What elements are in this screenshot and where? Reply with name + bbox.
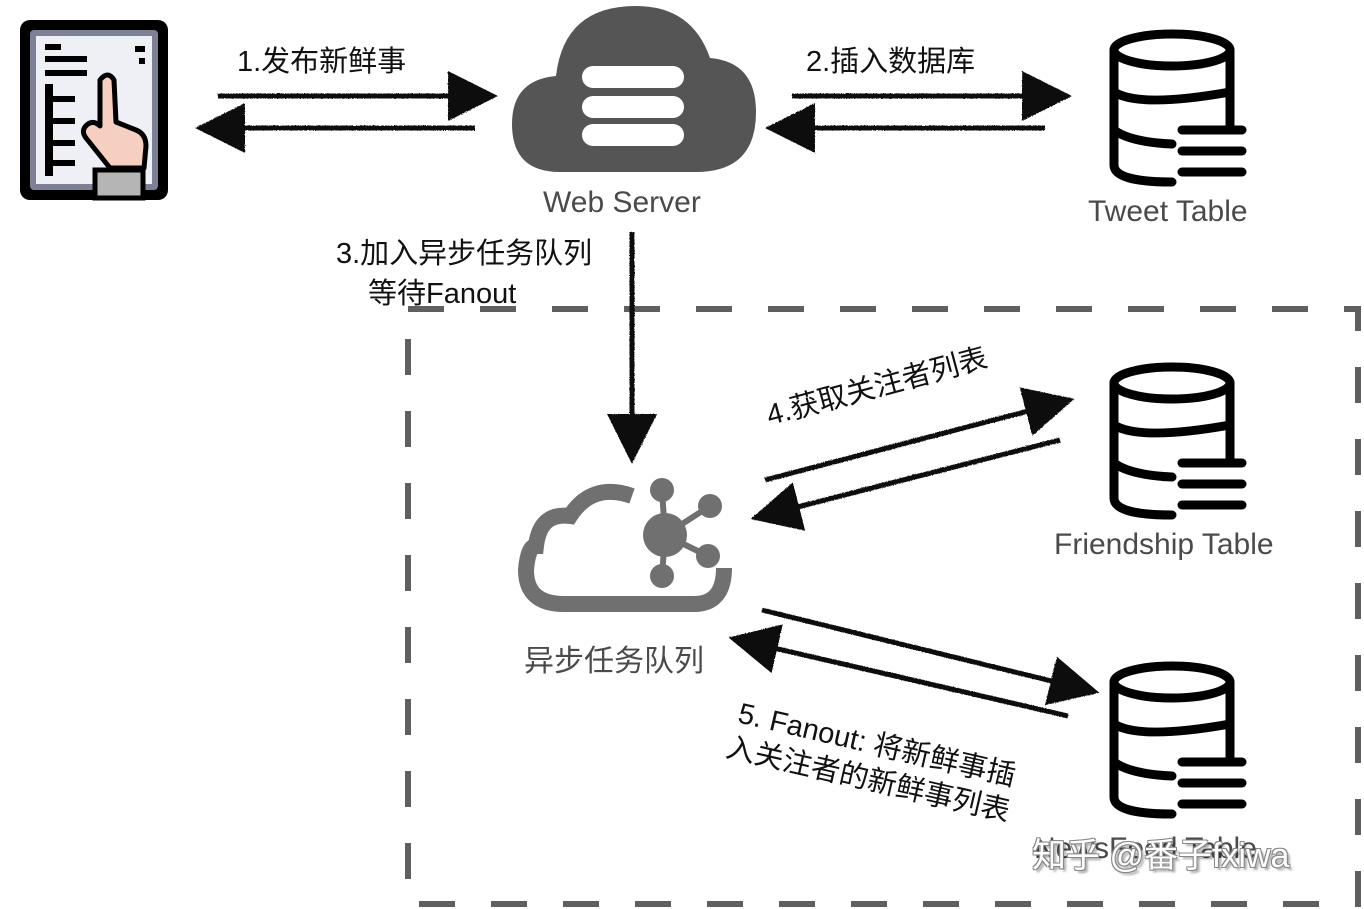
arrow-queue-to-friendship	[764, 387, 1075, 483]
newsfeed-table-label: NewsFeed Table	[1034, 832, 1257, 865]
web-server-label: Web Server	[543, 186, 701, 219]
cloud-network-icon	[517, 478, 732, 612]
step3-label-line2: 等待Fanout	[368, 278, 517, 310]
friendship-table-label: Friendship Table	[1054, 528, 1274, 561]
database-icon	[1109, 362, 1247, 520]
database-icon	[1109, 661, 1247, 819]
cloud-server-icon	[512, 6, 756, 172]
watermark: 知乎 @番子fxiwa	[1032, 837, 1290, 875]
async-queue-label: 异步任务队列	[524, 645, 704, 678]
step1-label: 1.发布新鲜事	[237, 46, 407, 78]
database-icon	[1109, 29, 1247, 187]
step3-label-line1: 3.加入异步任务队列	[336, 238, 593, 270]
tweet-table-label: Tweet Table	[1088, 195, 1248, 228]
async-group-boundary	[405, 306, 1361, 907]
tablet-touch-icon	[20, 20, 168, 201]
step2-label: 2.插入数据库	[806, 46, 976, 78]
arrow-newsfeed-to-queue	[728, 624, 1069, 719]
arrow-queue-to-newsfeed	[761, 607, 1100, 706]
arrow-friendship-to-queue	[750, 437, 1061, 531]
